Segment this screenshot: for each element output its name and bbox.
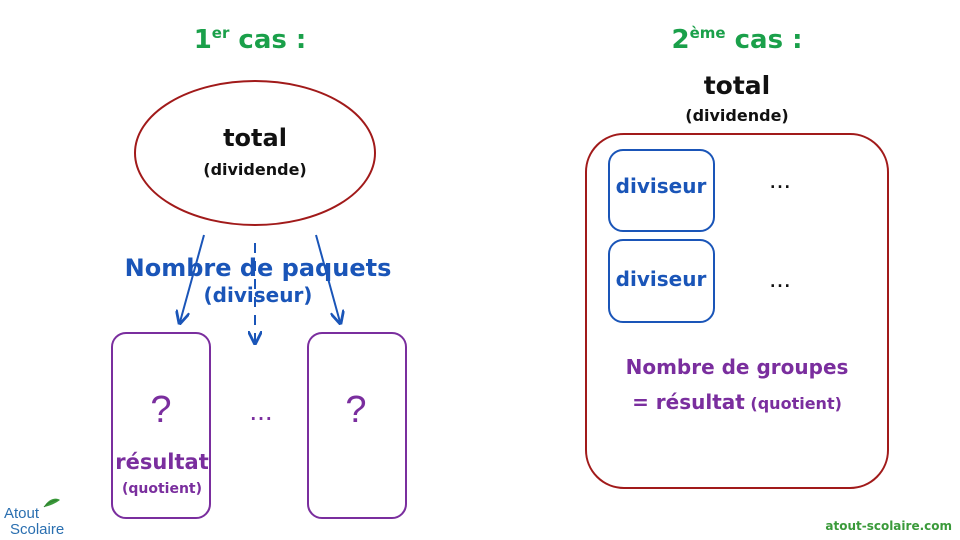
divisor-group-1-label: diviseur: [616, 174, 707, 198]
case-1-heading-sup: er: [212, 24, 230, 42]
footer: Atout Scolaire atout-scolaire.com: [4, 498, 952, 538]
arrow-right: [315, 234, 340, 322]
dividend-container: [585, 133, 889, 489]
dividend-oval: [134, 80, 376, 226]
result-sublabel: (quotient): [122, 481, 202, 497]
case-2-heading-sup: ème: [690, 24, 726, 42]
case-2-dividend-title: total: [704, 71, 771, 100]
divisor-group-2-ellipsis: ...: [769, 263, 791, 293]
case-2-dividend-subtitle: (dividende): [685, 106, 788, 125]
leaf-icon: [44, 498, 60, 507]
site-url: atout-scolaire.com: [825, 519, 952, 533]
result-label: résultat: [115, 450, 209, 474]
group-count-label: Nombre de groupes: [626, 355, 849, 379]
case-2-heading-number: 2: [671, 25, 689, 55]
case-1-heading-number: 1: [194, 25, 212, 55]
packets-ellipsis: ...: [249, 395, 272, 426]
leaf-vein-icon: [43, 499, 58, 508]
case-2: 2ème cas : total (dividende) diviseur ..…: [585, 24, 889, 489]
case-1-heading-rest: cas :: [229, 25, 306, 55]
divisor-group-1-ellipsis: ...: [769, 164, 791, 194]
logo-line-2: Scolaire: [10, 521, 64, 538]
divisor-group-1: [608, 149, 715, 232]
result-packet-box-1: [111, 332, 211, 519]
case-1-dividend-title: total: [223, 124, 287, 152]
divisor-label: Nombre de paquets: [125, 254, 392, 282]
divisor-group-2: [608, 239, 715, 323]
group-count-result-main: = résultat: [632, 390, 745, 414]
case-1-heading: 1er cas :: [194, 24, 307, 55]
divisor-group-2-label: diviseur: [616, 267, 707, 291]
group-count-result-paren: (quotient): [745, 394, 842, 413]
packet-2-question-mark: ?: [345, 389, 366, 431]
case-1-dividend-subtitle: (dividende): [203, 160, 306, 179]
result-packet-box-2: [307, 332, 407, 519]
case-2-heading: 2ème cas :: [671, 24, 802, 55]
group-count-result: = résultat (quotient): [632, 390, 842, 414]
arrow-left: [180, 234, 205, 322]
packet-1-question-mark: ?: [150, 389, 171, 431]
divisor-sublabel: (diviseur): [204, 283, 313, 307]
atout-scolaire-logo: Atout Scolaire: [4, 498, 64, 538]
case-2-heading-rest: cas :: [726, 25, 803, 55]
logo-line-1: Atout: [4, 505, 40, 522]
case-1: 1er cas : total (dividende) Nombre de pa…: [111, 24, 407, 519]
